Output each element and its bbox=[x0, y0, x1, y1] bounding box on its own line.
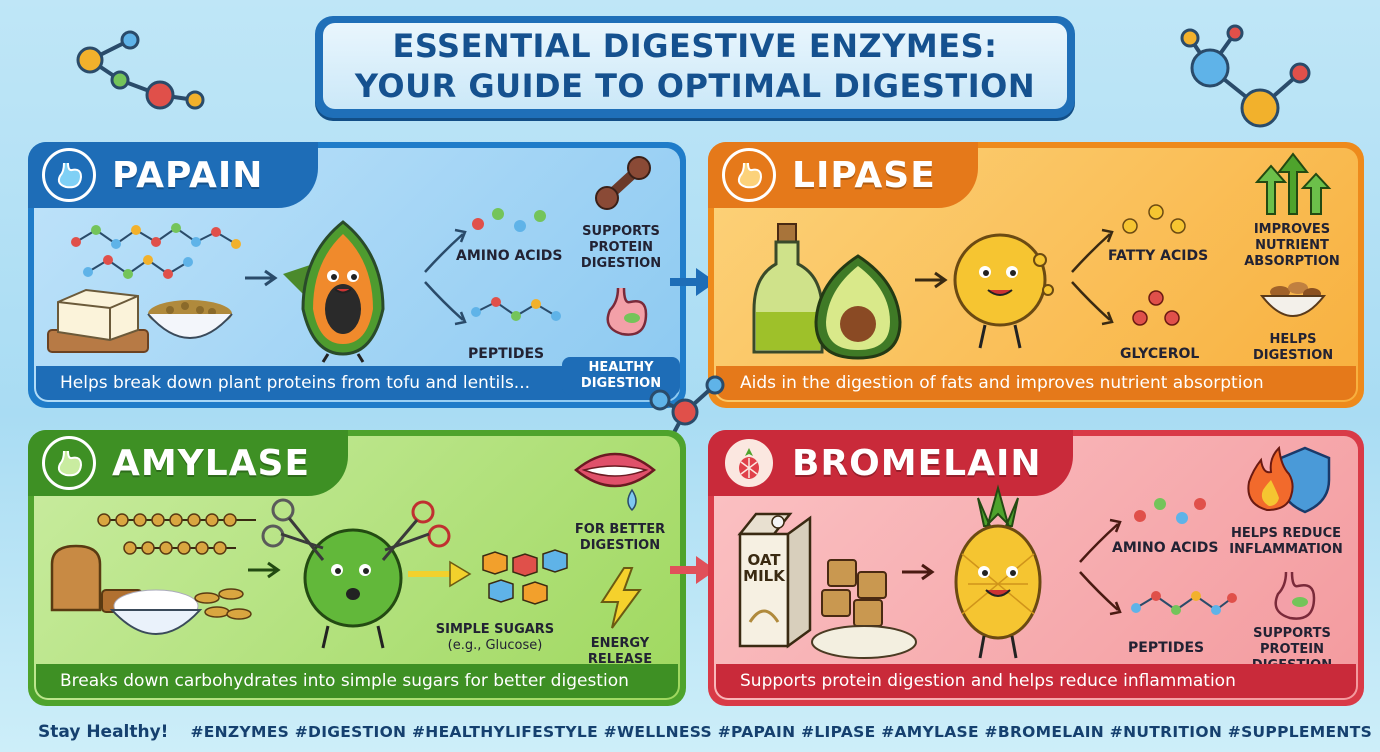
fatty-acids-dots-icon bbox=[1122, 204, 1186, 234]
lipase-header: LIPASE bbox=[708, 142, 978, 208]
papain-header: PAPAIN bbox=[28, 142, 318, 208]
bromelain-footer: Supports protein digestion and helps red… bbox=[716, 664, 1356, 698]
hashtags: #ENZYMES #DIGESTION #HEALTHYLIFESTYLE #W… bbox=[190, 723, 1373, 741]
fire-shield-icon bbox=[1247, 445, 1331, 514]
bromelain-header: BROMELAIN bbox=[708, 430, 1073, 496]
lightning-bolt-icon bbox=[600, 567, 642, 629]
bottom-strip: Stay Healthy! #ENZYMES #DIGESTION #HEALT… bbox=[0, 712, 1380, 752]
panel-papain: PAPAIN AMINO ACIDS bbox=[28, 142, 686, 408]
amylase-footer-text: Breaks down carbohydrates into simple su… bbox=[60, 671, 629, 691]
amylase-label-sugars: SIMPLE SUGARS (e.g., Glucose) bbox=[435, 622, 555, 653]
amino-acids-dots-icon bbox=[472, 208, 546, 232]
sugar-cubes-icon bbox=[482, 549, 568, 605]
arrow-icon bbox=[915, 271, 948, 289]
oats-icon bbox=[194, 588, 252, 620]
stomach-icon bbox=[722, 148, 776, 202]
lentil-bowl-icon bbox=[147, 300, 233, 339]
healthy-stomach-icon bbox=[606, 287, 648, 336]
lipase-footer-text: Aids in the digestion of fats and improv… bbox=[740, 373, 1264, 393]
title-line-1: ESSENTIAL DIGESTIVE ENZYMES: bbox=[392, 27, 998, 65]
avocado-icon bbox=[814, 254, 902, 360]
lipase-label-glycerol: GLYCEROL bbox=[1120, 346, 1200, 362]
peptide-chain-icon bbox=[471, 297, 561, 321]
lipase-label-fatty: FATTY ACIDS bbox=[1108, 248, 1209, 264]
bromelain-label-peptides: PEPTIDES bbox=[1128, 640, 1205, 656]
tofu-cubes-icon bbox=[811, 559, 917, 659]
papain-label-amino: AMINO ACIDS bbox=[456, 248, 563, 264]
pineapple-icon bbox=[722, 436, 776, 490]
nut-bowl-icon bbox=[1259, 282, 1327, 317]
stay-healthy-text: Stay Healthy! bbox=[38, 722, 169, 742]
papaya-character-icon bbox=[283, 220, 385, 363]
arrow-icon bbox=[902, 563, 935, 581]
healthy-stomach-icon bbox=[1274, 571, 1316, 620]
starch-chain-icon bbox=[97, 513, 256, 555]
title-line-2: YOUR GUIDE TO OPTIMAL DIGESTION bbox=[354, 67, 1036, 105]
yellow-arrow-icon bbox=[408, 560, 472, 588]
oat-milk-carton-icon bbox=[737, 512, 812, 649]
arrow-icon bbox=[245, 269, 278, 287]
rice-bowl-icon bbox=[109, 589, 203, 635]
molecule-right-icon bbox=[1180, 24, 1311, 128]
mouth-icon bbox=[574, 452, 656, 512]
peptide-chain-icon bbox=[1131, 591, 1237, 615]
glycerol-dots-icon bbox=[1132, 290, 1180, 326]
pineapple-character-icon bbox=[954, 484, 1042, 659]
protein-chain-icon bbox=[71, 223, 241, 279]
stomach-icon bbox=[42, 436, 96, 490]
amino-acids-dots-icon bbox=[1134, 498, 1206, 524]
molecule-left-icon bbox=[76, 30, 205, 110]
amylase-character-icon bbox=[261, 498, 451, 649]
tofu-icon bbox=[47, 288, 149, 353]
stomach-icon bbox=[42, 148, 96, 202]
lipase-footer: Aids in the digestion of fats and improv… bbox=[716, 366, 1356, 400]
flow-arrow-right-icon bbox=[670, 556, 716, 584]
bromelain-label-amino: AMINO ACIDS bbox=[1112, 540, 1219, 556]
amylase-footer: Breaks down carbohydrates into simple su… bbox=[36, 664, 678, 698]
papain-footer-text: Helps break down plant proteins from tof… bbox=[60, 373, 531, 393]
papain-title: PAPAIN bbox=[112, 154, 264, 196]
amylase-header: AMYLASE bbox=[28, 430, 348, 496]
amylase-title: AMYLASE bbox=[112, 442, 311, 484]
branch-arrows-icon bbox=[1071, 228, 1114, 326]
olive-oil-bottle-icon bbox=[752, 223, 824, 354]
lipase-character-icon bbox=[953, 233, 1054, 349]
bromelain-footer-text: Supports protein digestion and helps red… bbox=[740, 671, 1236, 691]
arrow-icon bbox=[248, 561, 281, 579]
panel-amylase: AMYLASE bbox=[28, 430, 686, 706]
branch-arrows-icon bbox=[424, 228, 467, 326]
title-banner: ESSENTIAL DIGESTIVE ENZYMES: YOUR GUIDE … bbox=[315, 16, 1075, 118]
branch-arrows-icon bbox=[1079, 518, 1122, 616]
flow-arrow-right-icon bbox=[670, 268, 716, 296]
bromelain-title: BROMELAIN bbox=[792, 442, 1042, 484]
lipase-title: LIPASE bbox=[792, 154, 936, 196]
papain-label-peptides: PEPTIDES bbox=[468, 346, 545, 362]
growth-arrows-icon bbox=[1254, 152, 1332, 215]
protein-dumbbell-icon bbox=[595, 156, 651, 210]
